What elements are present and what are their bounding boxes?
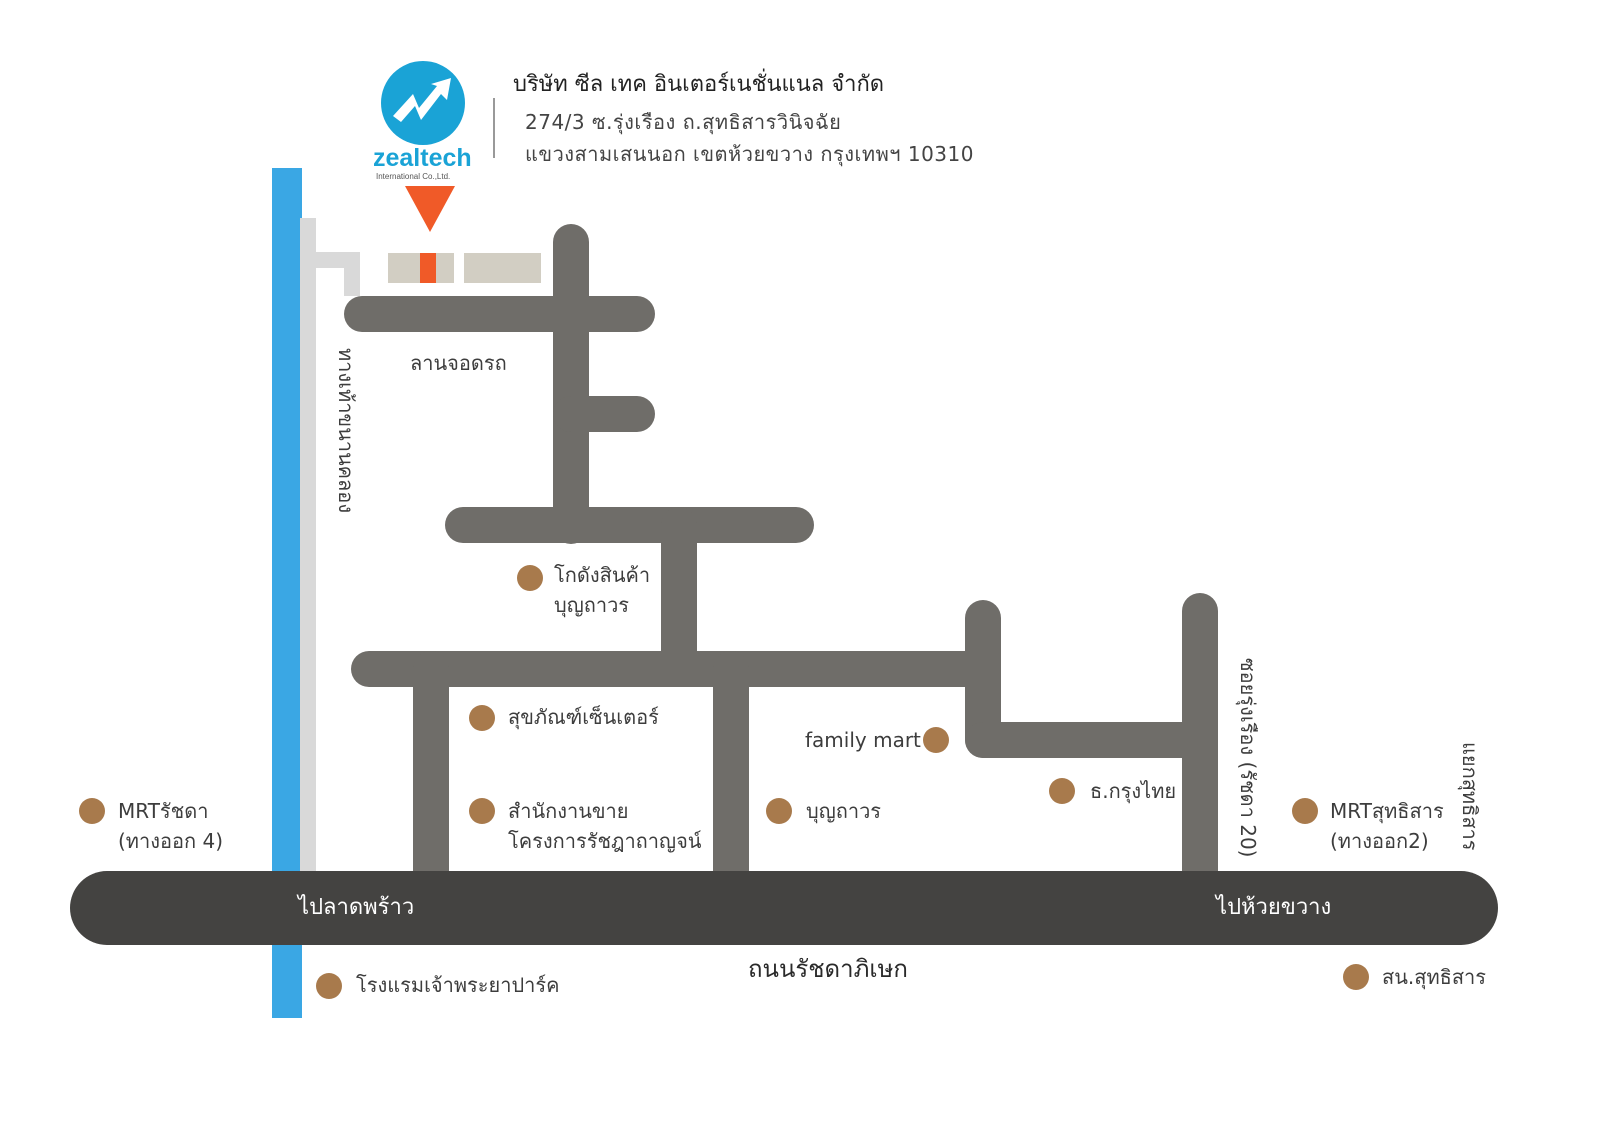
company-building xyxy=(420,253,436,283)
sales-office-poi-icon xyxy=(469,798,495,824)
parking-label: ลานจอดรถ xyxy=(410,351,507,375)
logo-sub-text: International Co.,Ltd. xyxy=(376,172,451,181)
main-road-ratchadaphisek xyxy=(70,871,1498,945)
hotel-label: โรงแรมเจ้าพระยาปาร์ค xyxy=(356,973,560,997)
road-branch-stub xyxy=(553,396,655,432)
road-lower-crossing xyxy=(351,651,1000,687)
intersection-label: แยกสุทธิสาร xyxy=(1458,742,1482,851)
location-marker-icon xyxy=(405,186,455,232)
logo-brand-text: zealtech xyxy=(373,144,472,172)
main-road-label: ถนนรัชดาภิเษก xyxy=(748,955,908,983)
road-center-mid xyxy=(661,507,697,677)
soi-label: ซอยรุ่งเรือง (รัชดา 20) xyxy=(1236,658,1260,858)
mrt-ratchada-label: MRTรัชดา (ทางออก 4) xyxy=(118,799,223,853)
header-divider xyxy=(493,98,495,158)
sukkan-poi-icon xyxy=(469,705,495,731)
building-right xyxy=(464,253,541,283)
mrt-ratchada-poi-icon xyxy=(79,798,105,824)
boonthavorn-poi-icon xyxy=(766,798,792,824)
road-vertical-left xyxy=(413,651,449,891)
to-ladprao-label: ไปลาดพร้าว xyxy=(298,895,415,920)
walkway-path xyxy=(300,218,316,878)
to-huaikhwang-label: ไปห้วยขวาง xyxy=(1216,895,1332,920)
road-upper-crossing xyxy=(445,507,814,543)
family-mart-label: family mart xyxy=(805,728,921,752)
krungthai-label: ธ.กรุงไทย xyxy=(1090,779,1177,803)
company-address-line1: 274/3 ซ.รุ่งเรือง ถ.สุทธิสารวินิจฉัย xyxy=(525,110,842,134)
sukkan-label: สุขภัณฑ์เซ็นเตอร์ xyxy=(508,705,659,729)
mrt-sutthisan-label: MRTสุทธิสาร (ทางออก2) xyxy=(1330,799,1444,853)
warehouse-label: โกดังสินค้า บุญถาวร xyxy=(554,563,651,617)
road-soi-rungrueang xyxy=(1182,593,1218,893)
walkway-connector-down xyxy=(344,252,360,296)
road-center-upper xyxy=(553,224,589,544)
company-name: บริษัท ซีล เทค อินเตอร์เนชั่นแนล จำกัด xyxy=(513,72,885,97)
zealtech-logo-icon xyxy=(381,61,465,145)
krungthai-poi-icon xyxy=(1049,778,1075,804)
hotel-poi-icon xyxy=(316,973,342,999)
road-parking-top xyxy=(344,296,655,332)
sales-office-label: สำนักงานขาย โครงการรัชฎาถาญจน์ xyxy=(508,799,702,853)
police-poi-icon xyxy=(1343,964,1369,990)
boonthavorn-label: บุญถาวร xyxy=(806,799,882,823)
walkway-label: ทางเท้าขนานคลอง xyxy=(334,348,358,514)
police-label: สน.สุทธิสาร xyxy=(1382,965,1487,989)
company-address-line2: แขวงสามเสนนอก เขตห้วยขวาง กรุงเทพฯ 10310 xyxy=(525,142,974,166)
warehouse-poi-icon xyxy=(517,565,543,591)
road-vertical-mid xyxy=(713,651,749,891)
mrt-sutthisan-poi-icon xyxy=(1292,798,1318,824)
family-mart-poi-icon xyxy=(923,727,949,753)
company-logo xyxy=(375,60,475,185)
road-connector-right xyxy=(965,722,1218,758)
